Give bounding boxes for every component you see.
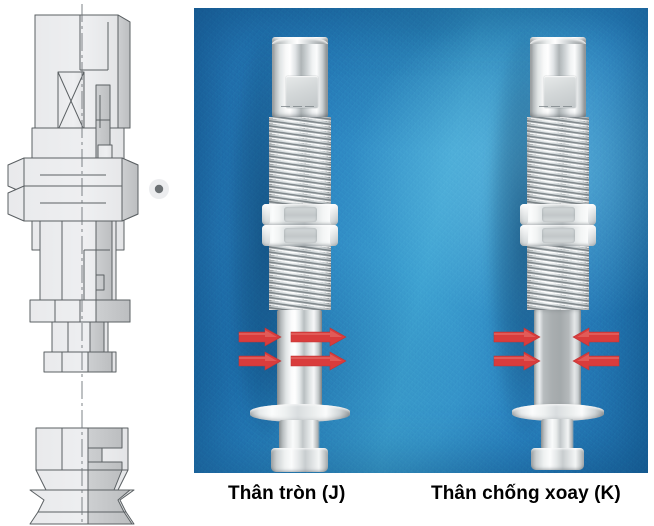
lower-thread-barrel	[527, 246, 589, 310]
boss-stem	[541, 419, 574, 450]
cap-mark-1	[539, 106, 548, 107]
hex-nut-upper	[262, 204, 338, 225]
cap-flat-face	[544, 76, 576, 108]
boss-end-cap	[531, 448, 584, 470]
nut-flat-face	[542, 206, 575, 223]
flange-disc	[512, 404, 604, 421]
force-arrow-left-lower	[238, 351, 282, 371]
cap-mark-1	[281, 106, 290, 107]
nut-chamfer-right	[330, 204, 338, 225]
cap-mark-2	[551, 106, 560, 107]
nut-chamfer-right	[588, 225, 596, 246]
boss-end-cap	[271, 448, 328, 472]
product-photo	[194, 8, 648, 473]
nut-chamfer-left	[520, 225, 528, 246]
boss-stem	[279, 420, 320, 450]
callout-marker	[154, 184, 164, 194]
cap-mark-3	[563, 106, 572, 107]
hex-nut-upper	[520, 204, 596, 225]
force-arrow-right-upper	[572, 327, 620, 347]
force-arrow-right-lower	[290, 351, 347, 371]
upper-thread-barrel	[269, 117, 331, 204]
nut-chamfer-left	[520, 204, 528, 225]
nut-flat-face	[542, 227, 575, 244]
nut-flat-face	[284, 227, 317, 244]
cap-top-rim	[272, 37, 328, 44]
drawing-svg	[7, 4, 169, 526]
nut-chamfer-right	[330, 225, 338, 246]
caption-round-body: Thân tròn (J)	[228, 483, 346, 504]
cap-top-rim	[530, 37, 586, 44]
force-arrow-right-upper	[290, 327, 347, 347]
force-arrow-right-lower	[572, 351, 620, 371]
force-arrow-left-upper	[238, 327, 282, 347]
specimen-anti-rotation-body-K	[488, 8, 620, 473]
nut-chamfer-right	[588, 204, 596, 225]
drawing-geometry	[7, 14, 169, 525]
cap-mark-2	[293, 106, 302, 107]
force-arrow-left-lower	[493, 351, 541, 371]
force-arrow-left-upper	[493, 327, 541, 347]
technical-cross-section-drawing	[0, 0, 190, 526]
caption-anti-rotation-body: Thân chống xoay (K)	[431, 483, 621, 504]
nut-chamfer-left	[262, 225, 270, 246]
cap-flat-face	[286, 76, 318, 108]
anti-rotation-flat-shaft	[534, 310, 581, 406]
nut-flat-face	[284, 206, 317, 223]
cap-mark-3	[305, 106, 314, 107]
hex-nut-lower	[262, 225, 338, 246]
hex-nut-lower	[520, 225, 596, 246]
top-cap	[272, 37, 328, 117]
flange-disc	[250, 404, 350, 422]
specimen-round-body-J	[228, 8, 360, 473]
lower-thread-barrel	[269, 246, 331, 310]
upper-thread-barrel	[527, 117, 589, 204]
nut-chamfer-left	[262, 204, 270, 225]
top-cap	[530, 37, 586, 117]
